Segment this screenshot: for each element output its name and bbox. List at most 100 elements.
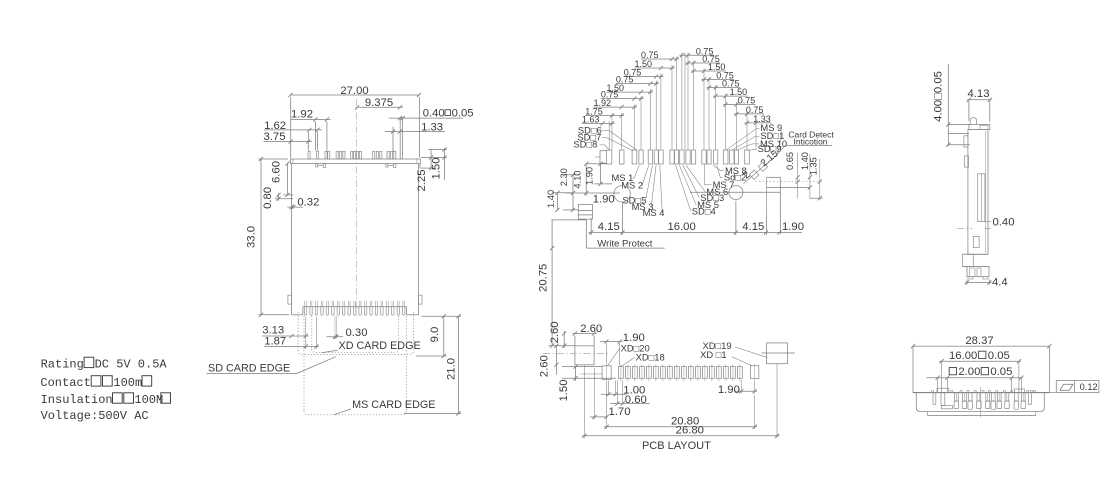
svg-text:28.37: 28.37	[965, 335, 993, 347]
svg-text:Contact: Contact	[40, 376, 90, 390]
svg-text:4.10: 4.10	[572, 171, 582, 189]
svg-text:9.0: 9.0	[429, 327, 441, 343]
svg-text:100M: 100M	[134, 393, 163, 407]
svg-text:MS 10: MS 10	[760, 138, 787, 149]
svg-text:1.90: 1.90	[623, 332, 645, 344]
svg-text:33.0: 33.0	[246, 226, 258, 248]
svg-text:Sd□2: Sd□2	[724, 172, 746, 183]
svg-text:XD CARD EDGE: XD CARD EDGE	[339, 340, 421, 352]
svg-text:0.75: 0.75	[641, 50, 659, 60]
svg-text:SD□6: SD□6	[578, 124, 602, 135]
svg-text:9.375: 9.375	[365, 97, 393, 109]
svg-text:0.75: 0.75	[601, 90, 619, 100]
svg-text:MS 9: MS 9	[760, 122, 782, 133]
svg-text:1.87: 1.87	[264, 335, 286, 347]
svg-text:16.00: 16.00	[949, 350, 977, 362]
svg-text:1.50: 1.50	[635, 59, 653, 69]
svg-text:26.80: 26.80	[676, 424, 704, 436]
svg-text:0.05: 0.05	[452, 108, 474, 120]
svg-text:1.90: 1.90	[718, 384, 740, 396]
svg-text:SD□4: SD□4	[692, 206, 716, 217]
svg-text:27.00: 27.00	[340, 85, 368, 97]
svg-text:1.50: 1.50	[708, 62, 726, 72]
svg-text:XD □1: XD □1	[700, 349, 727, 360]
svg-text:1.50: 1.50	[607, 83, 625, 93]
svg-text:4.15: 4.15	[742, 221, 764, 233]
svg-text:0.40: 0.40	[423, 108, 445, 120]
svg-text:MS CARD EDGE: MS CARD EDGE	[352, 399, 435, 411]
svg-text:1.92: 1.92	[594, 98, 612, 108]
svg-text:2.25: 2.25	[416, 170, 428, 192]
svg-text:MS 8: MS 8	[725, 165, 747, 176]
svg-text:0.75: 0.75	[746, 105, 764, 115]
svg-text:0.12: 0.12	[1080, 382, 1098, 392]
svg-text:0.75: 0.75	[716, 70, 734, 80]
svg-text:Voltage:500V AC: Voltage:500V AC	[41, 409, 149, 423]
svg-text:2.60: 2.60	[539, 355, 551, 377]
svg-text:100m: 100m	[113, 376, 142, 390]
svg-text:MS 5: MS 5	[697, 199, 719, 210]
svg-text:1.63: 1.63	[582, 114, 600, 124]
svg-text:0.75: 0.75	[702, 54, 720, 64]
svg-text:1.33: 1.33	[753, 114, 771, 124]
svg-text:DC 5V 0.5A: DC 5V 0.5A	[95, 357, 168, 371]
svg-text:1.33: 1.33	[421, 121, 443, 133]
svg-text:1.00: 1.00	[623, 384, 645, 396]
svg-text:3.13: 3.13	[262, 325, 284, 337]
svg-text:Rating: Rating	[41, 357, 84, 371]
svg-text:1.90: 1.90	[584, 167, 594, 185]
svg-text:4.00□0.05: 4.00□0.05	[933, 71, 945, 122]
svg-text:0.75: 0.75	[616, 75, 634, 85]
svg-text:XD□19: XD□19	[703, 340, 732, 351]
svg-text:1.50: 1.50	[431, 158, 443, 180]
svg-text:0.75: 0.75	[696, 46, 714, 56]
svg-text:XD□20: XD□20	[621, 343, 650, 354]
svg-text:0.05: 0.05	[990, 366, 1012, 378]
svg-text:0.75: 0.75	[722, 79, 740, 89]
svg-text:MS 1: MS 1	[612, 172, 634, 183]
svg-text:4.4: 4.4	[992, 277, 1008, 289]
svg-text:20.75: 20.75	[538, 264, 550, 292]
svg-text:SD□3: SD□3	[700, 192, 724, 203]
svg-text:4.13: 4.13	[968, 88, 990, 100]
svg-text:1.35: 1.35	[809, 157, 819, 175]
svg-text:20.80: 20.80	[671, 415, 699, 427]
svg-text:MS 7: MS 7	[713, 179, 735, 190]
svg-text:2.00: 2.00	[958, 366, 980, 378]
svg-text:1.92: 1.92	[291, 108, 313, 120]
svg-text:1.90: 1.90	[593, 193, 615, 205]
svg-text:SD□8: SD□8	[573, 139, 597, 150]
svg-text:2.30: 2.30	[559, 168, 569, 186]
svg-text:1.40: 1.40	[800, 152, 810, 170]
svg-text:SD□7: SD□7	[577, 131, 601, 142]
svg-text:0.75: 0.75	[738, 96, 756, 106]
svg-text:2.60: 2.60	[549, 321, 561, 343]
svg-text:SD□9: SD□9	[758, 143, 782, 154]
svg-text:SD□1: SD□1	[760, 130, 784, 141]
svg-text:SD□5: SD□5	[622, 195, 646, 206]
svg-text:1.62: 1.62	[264, 120, 286, 132]
svg-text:Write Protect: Write Protect	[597, 238, 653, 249]
svg-text:1.75: 1.75	[585, 107, 603, 117]
svg-text:1.50: 1.50	[730, 87, 748, 97]
svg-text:1.50: 1.50	[558, 380, 570, 402]
svg-text:1.40: 1.40	[546, 190, 556, 208]
svg-text:4.15: 4.15	[598, 221, 620, 233]
svg-text:PCB LAYOUT: PCB LAYOUT	[642, 440, 711, 452]
svg-text:2: 2	[741, 170, 752, 182]
svg-text:MS 2: MS 2	[621, 180, 643, 191]
svg-text:0.30: 0.30	[346, 327, 368, 339]
svg-text:0.32: 0.32	[297, 196, 319, 208]
svg-text:3.75: 3.75	[264, 131, 286, 143]
svg-text:0.40: 0.40	[993, 217, 1015, 229]
svg-text:MS 4: MS 4	[643, 207, 665, 218]
svg-text:0.80: 0.80	[262, 187, 274, 209]
svg-text:Card Detect: Card Detect	[788, 130, 834, 140]
svg-text:0.60: 0.60	[625, 394, 647, 406]
svg-text:Inticotion: Inticotion	[794, 136, 828, 146]
svg-text:21.0: 21.0	[446, 358, 458, 380]
svg-text:2.60: 2.60	[580, 323, 602, 335]
svg-text:Insulation: Insulation	[41, 393, 113, 407]
svg-text:MS 6: MS 6	[706, 186, 728, 197]
svg-text:0.05: 0.05	[988, 350, 1010, 362]
